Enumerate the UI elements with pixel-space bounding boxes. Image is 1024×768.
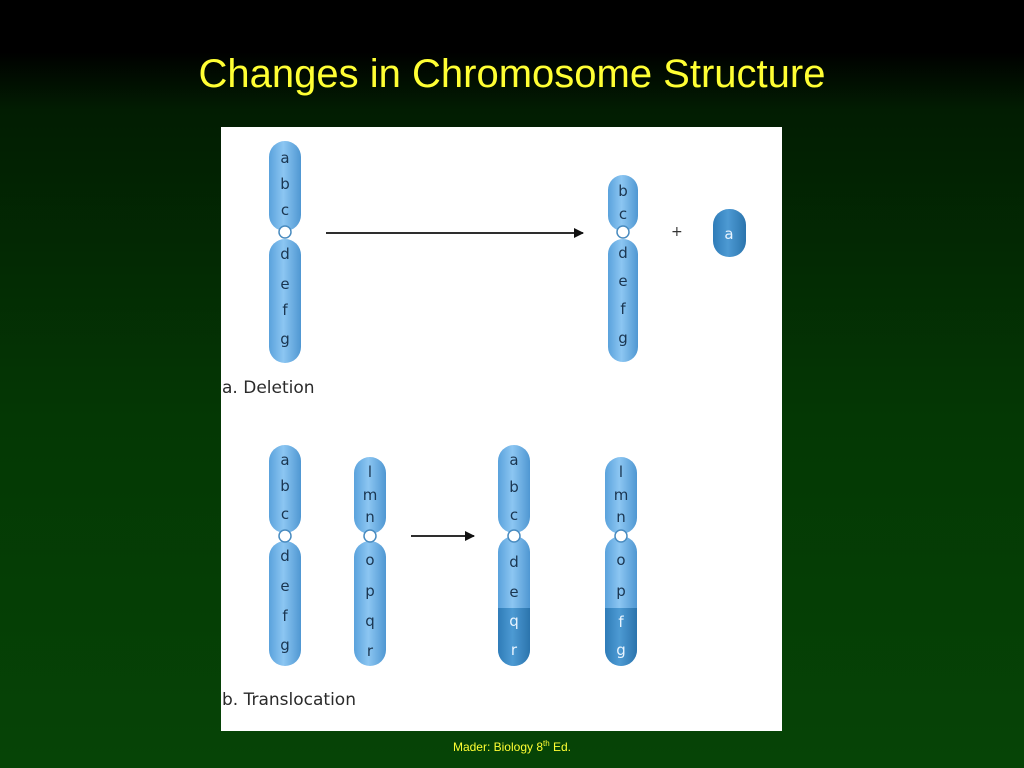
translocated-segment <box>498 608 530 666</box>
gene-letter: a <box>509 451 518 469</box>
chromosome-diagram: a b c d e f g b c d e f g + a a. Deletio… <box>222 141 746 710</box>
gene-letter: p <box>365 582 375 600</box>
translocation-result-chromosome-2: l m n o p f g <box>605 457 637 666</box>
gene-letter: c <box>281 505 289 523</box>
gene-letter: o <box>616 551 625 569</box>
gene-letter: g <box>618 329 628 347</box>
translocation-result-chromosome-1: a b c d e q r <box>498 445 530 666</box>
gene-letter: c <box>281 201 289 219</box>
gene-letter: e <box>618 272 627 290</box>
gene-letter: r <box>367 642 374 660</box>
deletion-result-chromosome: b c d e f g <box>608 175 638 362</box>
credit-edition: Ed. <box>549 740 572 754</box>
translocated-segment <box>605 608 637 666</box>
centromere <box>507 529 521 543</box>
deletion-original-chromosome: a b c d e f g <box>269 141 301 363</box>
gene-letter: e <box>280 577 289 595</box>
gene-letter: l <box>619 463 623 481</box>
figure-panel: a b c d e f g b c d e f g + a a. Deletio… <box>221 127 782 731</box>
gene-letter: f <box>282 301 288 319</box>
gene-letter: b <box>509 478 519 496</box>
gene-letter: f <box>282 607 288 625</box>
centromere <box>363 529 377 543</box>
gene-letter: a <box>280 451 289 469</box>
gene-letter: m <box>614 486 629 504</box>
centromere <box>278 225 292 239</box>
gene-letter: b <box>618 182 628 200</box>
gene-letter: p <box>616 582 626 600</box>
gene-letter: d <box>280 547 290 565</box>
translocation-chromosome-1: a b c d e f g <box>269 445 301 666</box>
source-credit: Mader: Biology 8th Ed. <box>0 739 1024 754</box>
gene-letter: n <box>616 508 626 526</box>
gene-letter: e <box>509 583 518 601</box>
caption-translocation: b. Translocation <box>222 690 356 710</box>
centromere <box>614 529 628 543</box>
gene-letter: g <box>616 641 626 659</box>
gene-letter: f <box>618 613 624 631</box>
gene-letter: g <box>280 636 290 654</box>
translocation-chromosome-2: l m n o p q r <box>354 457 386 666</box>
plus-sign: + <box>671 224 683 240</box>
credit-text: Mader: Biology 8 <box>452 740 543 754</box>
slide-title: Changes in Chromosome Structure <box>198 52 826 96</box>
gene-letter: e <box>280 275 289 293</box>
gene-letter: l <box>368 463 372 481</box>
centromere <box>616 225 630 239</box>
deleted-fragment: a <box>713 209 746 257</box>
gene-letter: q <box>365 612 375 630</box>
gene-letter: c <box>619 205 627 223</box>
gene-letter: b <box>280 175 290 193</box>
gene-letter: g <box>280 330 290 348</box>
gene-letter: a <box>724 225 733 243</box>
gene-letter: d <box>280 245 290 263</box>
centromere <box>278 529 292 543</box>
gene-letter: d <box>618 244 628 262</box>
gene-letter: c <box>510 506 518 524</box>
gene-letter: f <box>620 300 626 318</box>
gene-letter: o <box>365 551 374 569</box>
gene-letter: r <box>511 641 518 659</box>
gene-letter: d <box>509 553 519 571</box>
gene-letter: b <box>280 477 290 495</box>
gene-letter: m <box>363 486 378 504</box>
gene-letter: q <box>509 612 519 630</box>
gene-letter: a <box>280 149 289 167</box>
gene-letter: n <box>365 508 375 526</box>
credit-superscript: th <box>543 739 550 748</box>
caption-deletion: a. Deletion <box>222 378 315 398</box>
